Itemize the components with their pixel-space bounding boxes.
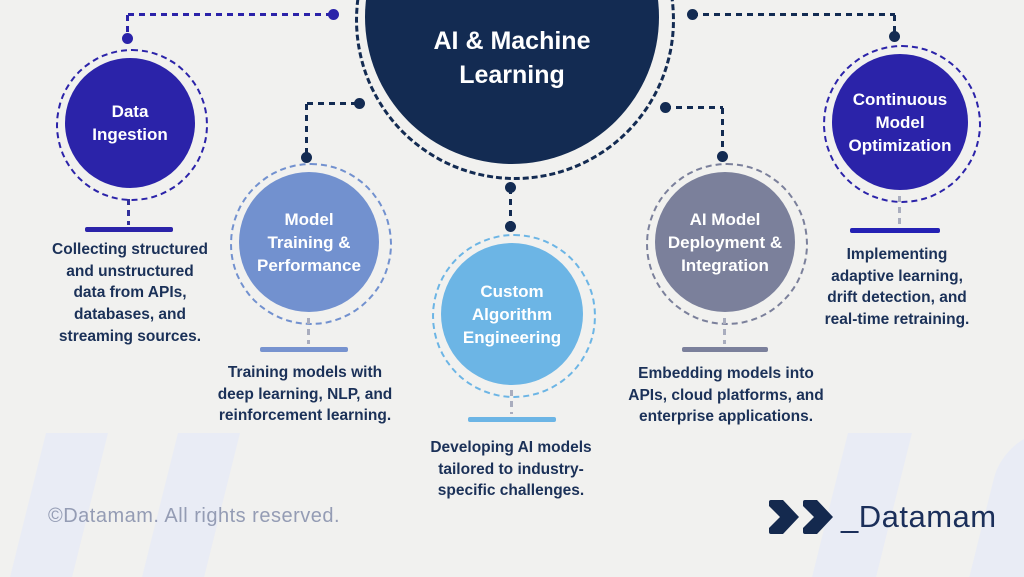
node-underline-bar: [850, 228, 940, 233]
node-description-ai-model-deployment: Embedding models into APIs, cloud platfo…: [616, 363, 836, 428]
datamam-logo: _Datamam: [766, 498, 997, 536]
desc-line: Developing AI models: [430, 439, 592, 456]
node-title-line: Data: [111, 102, 149, 121]
node-circle-ai-model-deployment: AI Model Deployment & Integration: [655, 172, 795, 312]
node-title-line: Engineering: [462, 327, 562, 347]
desc-line: tailored to industry-: [438, 460, 584, 478]
connector-line-model-training: [305, 104, 308, 156]
copyright-text: ©Datamam. All rights reserved.: [48, 505, 341, 527]
diagram-title: AI & Machine Learning: [382, 24, 642, 92]
connector-dot: [122, 33, 133, 44]
desc-line: APIs, cloud platforms, and: [628, 386, 824, 404]
connector-dot: [328, 9, 339, 20]
node-title-line: Performance: [257, 255, 361, 275]
node-circle-continuous-optimization: Continuous Model Optimization: [832, 54, 968, 190]
node-title-line: Algorithm: [471, 304, 553, 324]
node-dashed-ring: [432, 234, 596, 398]
desc-line: streaming sources.: [58, 327, 202, 345]
connector-line-data-ingestion: [128, 13, 334, 16]
node-stub-line: [127, 199, 130, 225]
desc-line: Implementing: [846, 246, 948, 263]
connector-dot: [660, 102, 671, 113]
desc-line: Collecting structured: [52, 241, 208, 258]
connector-dot: [889, 31, 900, 42]
connector-dot: [505, 221, 516, 232]
desc-line: reinforcement learning.: [218, 407, 392, 425]
node-description-continuous-optimization: Implementing adaptive learning, drift de…: [792, 244, 1002, 331]
connector-dot: [717, 151, 728, 162]
node-title-line: Optimization: [848, 135, 952, 155]
desc-line: Embedding models into: [638, 365, 814, 382]
desc-line: deep learning, NLP, and: [217, 385, 393, 403]
node-underline-bar: [260, 347, 348, 352]
connector-dot: [687, 9, 698, 20]
connector-line-continuous-optimization: [893, 15, 896, 35]
node-underline-bar: [468, 417, 556, 422]
node-title-line: Model: [875, 112, 925, 132]
desc-line: Training models with: [227, 364, 383, 381]
node-circle-model-training: Model Training & Performance: [239, 172, 379, 312]
desc-line: data from APIs,: [73, 284, 187, 302]
datamam-logo-chevrons-icon: [766, 498, 838, 536]
desc-line: specific challenges.: [437, 482, 585, 500]
node-description-model-training: Training models with deep learning, NLP,…: [200, 362, 410, 427]
desc-line: enterprise applications.: [639, 408, 813, 426]
node-dashed-ring: [56, 49, 208, 201]
node-stub-line: [723, 318, 726, 344]
node-title-line: AI Model: [689, 209, 761, 229]
node-underline-bar: [682, 347, 768, 352]
node-description-data-ingestion: Collecting structured and unstructured d…: [25, 239, 235, 348]
node-dashed-ring: [230, 163, 392, 325]
connector-dot: [301, 152, 312, 163]
node-description-custom-algorithm: Developing AI models tailored to industr…: [406, 437, 616, 502]
connector-line-continuous-optimization: [692, 13, 895, 16]
desc-line: real-time retraining.: [824, 311, 970, 329]
node-dashed-ring: [823, 45, 981, 203]
node-title-line: Deployment &: [667, 232, 783, 252]
connector-dot: [505, 182, 516, 193]
connector-line-ai-model-deployment: [721, 108, 724, 156]
node-title-line: Continuous: [852, 89, 948, 109]
desc-line: drift detection, and: [827, 289, 967, 307]
node-title-line: Model: [284, 209, 334, 229]
node-circle-custom-algorithm: Custom Algorithm Engineering: [441, 243, 583, 385]
connector-line-custom-algorithm: [509, 188, 512, 226]
node-title-line: Ingestion: [92, 125, 168, 144]
connector-line-ai-model-deployment: [665, 106, 723, 109]
connector-dot: [354, 98, 365, 109]
node-dashed-ring: [646, 163, 808, 325]
node-stub-line: [898, 196, 901, 224]
desc-line: adaptive learning,: [831, 267, 963, 285]
connector-line-data-ingestion: [126, 15, 129, 36]
desc-line: and unstructured: [66, 262, 194, 280]
node-stub-line: [307, 318, 310, 344]
node-underline-bar: [85, 227, 173, 232]
node-title-line: Training &: [267, 232, 351, 252]
node-stub-line: [510, 390, 513, 414]
connector-line-model-training: [307, 102, 359, 105]
title-line: AI & Machine: [433, 27, 591, 55]
node-title-line: Custom: [480, 281, 544, 301]
desc-line: databases, and: [74, 306, 186, 324]
datamam-logo-text: _Datamam: [841, 499, 997, 534]
node-title-line: Integration: [681, 255, 769, 275]
node-circle-data-ingestion: Data Ingestion: [65, 58, 195, 188]
title-line: Learning: [459, 61, 565, 89]
